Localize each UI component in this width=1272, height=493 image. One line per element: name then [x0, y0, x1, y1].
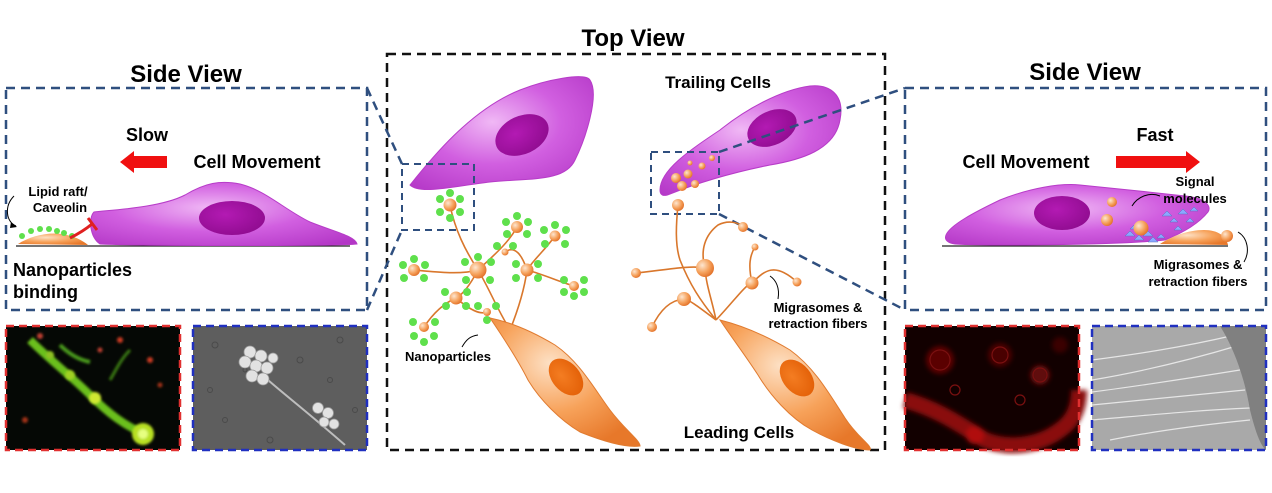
right-migrasome-label-1: Migrasomes &	[1154, 257, 1243, 272]
lipid-raft-pointer-head	[10, 222, 17, 228]
right-side-view-frame	[903, 86, 1268, 312]
fluorescence-micrograph-right	[902, 324, 1087, 454]
zoom-box-left	[401, 163, 475, 231]
trailing-migrasome-cluster	[671, 155, 715, 191]
zoom-connectors	[365, 86, 906, 312]
trailing-nucleus-right	[747, 109, 797, 147]
nanoparticles-binding-label-2: binding	[13, 282, 78, 302]
right-side-nucleus	[1034, 196, 1090, 230]
lipid-raft-label-2: Caveolin	[33, 200, 87, 215]
sem-micrograph-left	[191, 324, 369, 452]
center-panel-frame	[385, 52, 887, 452]
sem-micrograph-right	[1090, 324, 1268, 452]
right-movement-label: Cell Movement	[962, 152, 1089, 172]
signal-molecules-pointer	[1131, 193, 1161, 207]
fluorescence-micrograph-left	[4, 324, 182, 452]
lipid-raft-inhibitor-line	[69, 222, 93, 240]
right-migrasome-pointer	[1237, 231, 1248, 263]
retraction-fibers-left	[413, 204, 575, 331]
left-speed-label: Slow	[126, 125, 169, 145]
nanoparticles-pointer	[461, 334, 479, 348]
signal-molecules-label-2: molecules	[1163, 191, 1227, 206]
leading-nucleus-right	[779, 359, 815, 397]
migrasome-beads-left	[408, 198, 579, 332]
left-side-view-frame	[4, 86, 369, 312]
right-direction-arrow	[1116, 151, 1200, 173]
nanoparticles-label: Nanoparticles	[405, 349, 491, 364]
right-vesicles	[1101, 197, 1149, 236]
nanoparticles-cluster	[399, 189, 588, 346]
lipid-raft-pointer	[7, 195, 17, 227]
trailing-nucleus-left	[495, 114, 549, 156]
right-migrasome-cell	[1160, 230, 1228, 245]
lipid-raft-label-1: Lipid raft/	[28, 184, 88, 199]
right-speed-label: Fast	[1136, 125, 1173, 145]
right-migrasome-bead	[1221, 230, 1233, 242]
migrasome-beads-right	[631, 199, 802, 332]
leading-cells-label: Leading Cells	[684, 423, 795, 442]
right-migrasome-label-2: retraction fibers	[1149, 274, 1248, 289]
center-migrasome-label-2: retraction fibers	[769, 316, 868, 331]
trailing-cells-label: Trailing Cells	[665, 73, 771, 92]
center-migrasome-pointer	[769, 275, 779, 300]
signal-molecules-label-1: Signal	[1175, 174, 1214, 189]
center-migrasome-label-1: Migrasomes &	[774, 300, 863, 315]
leading-nucleus-left	[548, 358, 584, 396]
nanoparticles-binding-label-1: Nanoparticles	[13, 260, 132, 280]
side-view-title-right: Side View	[1029, 59, 1141, 86]
side-view-title-left: Side View	[130, 61, 242, 88]
top-view-title: Top View	[581, 25, 684, 52]
left-direction-arrow	[120, 151, 167, 173]
lipid-raft-inhibitor-bar	[86, 217, 99, 231]
left-movement-label: Cell Movement	[193, 152, 320, 172]
zoom-box-right	[650, 151, 720, 215]
left-side-nucleus	[199, 201, 265, 235]
